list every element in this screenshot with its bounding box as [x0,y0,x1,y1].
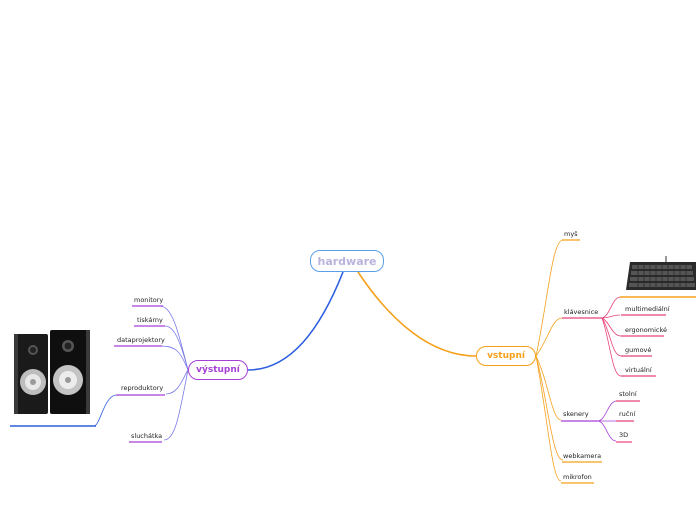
speakers-image [14,330,90,414]
branch-vystupni[interactable]: výstupní [188,360,248,380]
node-stolni[interactable]: stolní [619,390,637,398]
node-dataprojektory[interactable]: dataprojektory [117,336,165,344]
node-mys[interactable]: myš [564,230,578,238]
node-tiskarny[interactable]: tiskárny [137,316,163,324]
node-reproduktory[interactable]: reproduktory [121,384,164,392]
node-monitory[interactable]: monitory [134,296,164,304]
keyboard-image [626,256,696,290]
node-virtualni[interactable]: virtuální [625,366,652,374]
node-mikrofon[interactable]: mikrofon [563,473,592,481]
node-ergonomicke[interactable]: ergonomické [625,326,667,334]
node-skenery[interactable]: skenery [563,410,589,418]
node-sluchatka[interactable]: sluchátka [131,432,163,440]
node-rucni[interactable]: ruční [619,410,636,418]
branch-vstupni[interactable]: vstupní [476,346,536,366]
node-3d[interactable]: 3D [619,431,629,439]
node-multimedialni[interactable]: multimediální [625,305,670,313]
root-node[interactable]: hardware [310,250,384,272]
node-klavesnice[interactable]: klávesnice [564,308,599,316]
node-gumove[interactable]: gumové [625,346,652,354]
node-webkamera[interactable]: webkamera [563,452,602,460]
